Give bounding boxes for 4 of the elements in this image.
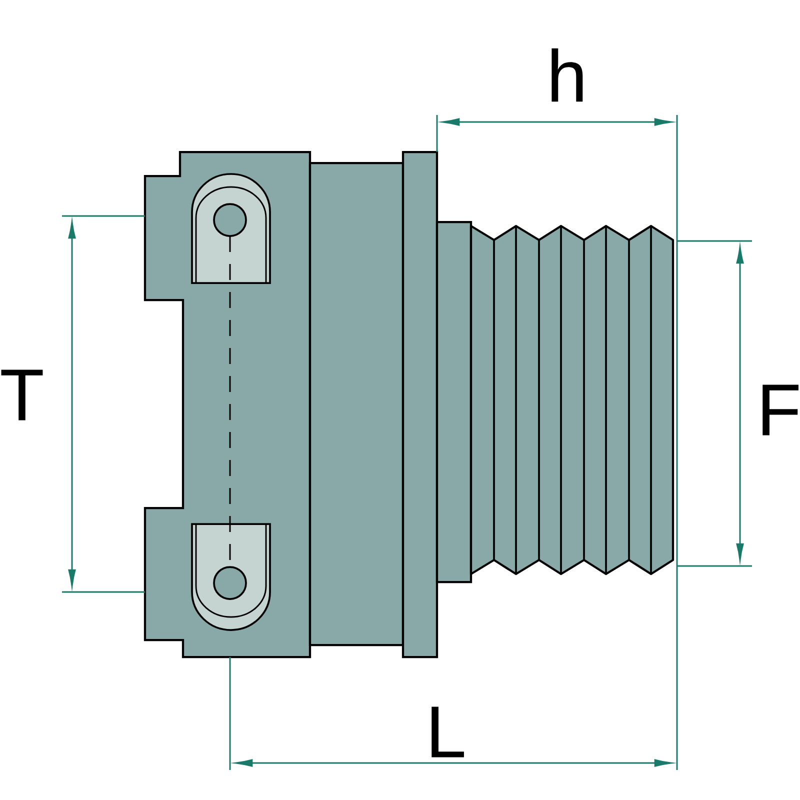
- dimension-label: T: [1, 370, 43, 420]
- dimension-label: h: [552, 48, 583, 102]
- dimension-label: L: [432, 706, 464, 758]
- dimension-label: F: [762, 384, 798, 436]
